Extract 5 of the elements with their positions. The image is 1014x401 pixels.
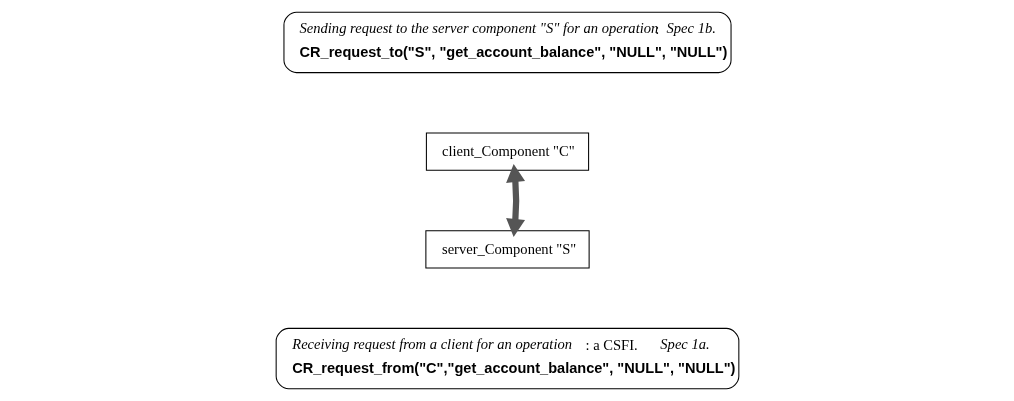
node-box: Sending request to the server component "S" for an operation: Spec 1b. CR_request_to("S", "get_account_balance", "NULL", "NULL"): [282, 11, 732, 74]
node-box: client_Component "C": [425, 132, 589, 171]
node-box: server_Component "S": [424, 230, 590, 269]
node-box: Receiving request from a client for an operation: a CSFI. Spec 1a. CR_request_from("C","get_account_balance", "NULL", "NULL"): [275, 327, 739, 390]
arrow: [505, 163, 525, 238]
